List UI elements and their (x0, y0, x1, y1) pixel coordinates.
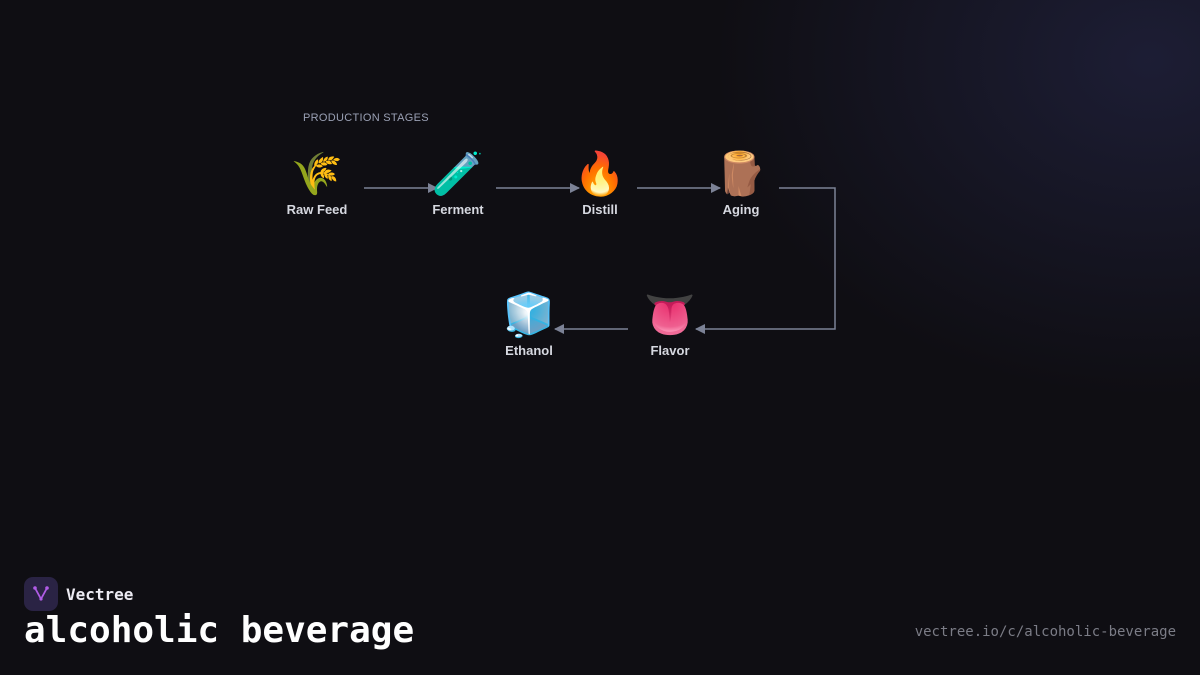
node-label: Ethanol (505, 343, 553, 358)
node-label: Raw Feed (286, 202, 348, 217)
brand: Vectree (24, 577, 133, 611)
wood-log-icon: 🪵 (714, 150, 768, 197)
node-raw-feed: 🌾 Raw Feed (267, 150, 367, 217)
brand-name: Vectree (66, 584, 134, 604)
node-aging: 🪵 Aging (691, 150, 791, 217)
node-ethanol: 🧊 Ethanol (479, 291, 579, 358)
sheaf-of-rice-icon: 🌾 (290, 150, 344, 197)
node-label: Flavor (650, 343, 690, 358)
ice-cube-icon: 🧊 (502, 291, 556, 338)
fire-icon: 🔥 (573, 150, 627, 197)
edge-aging-flavor (695, 187, 836, 334)
node-label: Distill (582, 202, 618, 217)
node-distill: 🔥 Distill (550, 150, 650, 217)
test-tube-icon: 🧪 (431, 150, 485, 197)
page-title: alcoholic beverage (24, 610, 415, 651)
page-url[interactable]: vectree.io/c/alcoholic-beverage (914, 624, 1176, 640)
tongue-icon: 👅 (643, 291, 697, 338)
node-flavor: 👅 Flavor (620, 291, 720, 358)
node-label: Aging (722, 202, 760, 217)
vectree-logo-icon (24, 577, 58, 611)
section-label: PRODUCTION STAGES (303, 112, 429, 124)
node-label: Ferment (432, 202, 484, 217)
node-ferment: 🧪 Ferment (408, 150, 508, 217)
